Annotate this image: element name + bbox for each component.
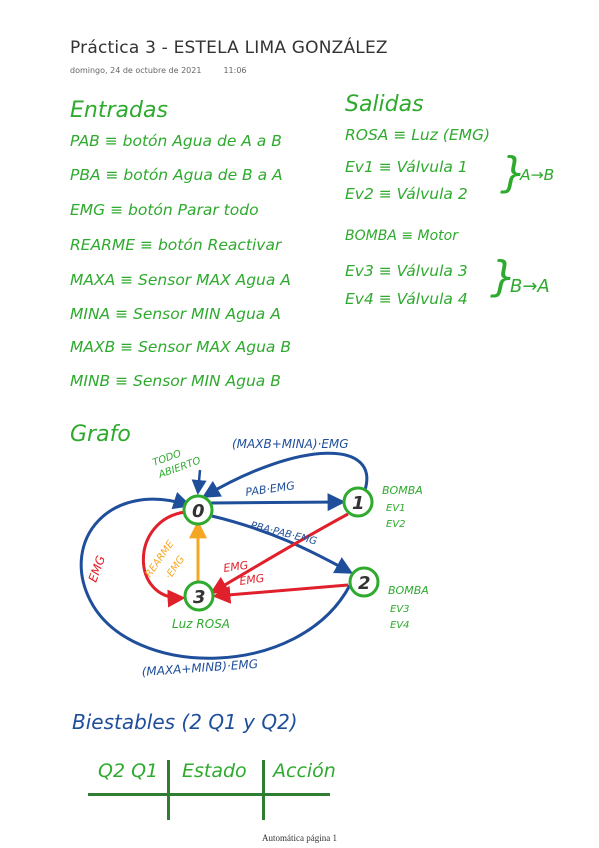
page-meta: domingo, 24 de octubre de 2021 11:06	[70, 66, 247, 75]
state-1-output-3: EV2	[386, 519, 406, 530]
entrada-mina: MINA ≡ Sensor MIN Agua A	[70, 305, 281, 323]
state-2	[348, 566, 380, 598]
edge-0-to-3	[141, 510, 186, 608]
edge-2-to-0	[79, 492, 352, 660]
state-2-output-3: EV4	[390, 620, 410, 631]
salida-ev2: Ev2 ≡ Válvula 2	[345, 185, 468, 203]
entrada-maxa: MAXA ≡ Sensor MAX Agua A	[70, 271, 291, 289]
table-col-q: Q2 Q1	[98, 760, 159, 782]
state-2-label: 2	[358, 573, 371, 594]
emg-label-2: EMG	[239, 572, 266, 588]
emg-label-1: EMG	[223, 559, 250, 575]
salida-ev1: Ev1 ≡ Válvula 1	[345, 158, 468, 176]
brace-icon: }	[490, 252, 517, 301]
emg-left-label: EMG	[86, 554, 108, 584]
state-2-output-2: EV3	[390, 604, 410, 615]
salida-group-ba: B→A	[510, 276, 550, 297]
salida-rosa: ROSA ≡ Luz (EMG)	[345, 126, 491, 144]
entrada-pab: PAB ≡ botón Agua de A a B	[70, 132, 282, 150]
pba-label: PBA·PAB·EMG	[249, 520, 318, 547]
grafo-heading: Grafo	[70, 422, 131, 447]
entrada-minb: MINB ≡ Sensor MIN Agua B	[70, 372, 281, 390]
edge-1-to-0	[201, 451, 369, 498]
entrada-emg: EMG ≡ botón Parar todo	[70, 201, 259, 219]
state-3	[183, 580, 215, 612]
initial-arrow	[191, 469, 207, 495]
state-3-output: Luz ROSA	[172, 617, 230, 631]
edge-2-to-3	[212, 583, 349, 604]
salidas-heading: Salidas	[345, 92, 424, 117]
table-col-accion: Acción	[273, 760, 336, 782]
table-header-rule	[88, 793, 330, 796]
top-expr: (MAXB+MINA)·EMG	[232, 437, 349, 451]
page-date: domingo, 24 de octubre de 2021	[70, 66, 202, 75]
state-2-output-1: BOMBA	[388, 584, 429, 597]
state-1-label: 1	[352, 493, 365, 514]
edge-1-to-3	[209, 512, 349, 594]
salida-ev3: Ev3 ≡ Válvula 3	[345, 262, 468, 280]
edge-0-to-1	[209, 493, 346, 512]
table-col-divider	[167, 760, 170, 820]
table-col-estado: Estado	[182, 760, 247, 782]
state-3-label: 3	[193, 587, 206, 608]
salida-bomba: BOMBA ≡ Motor	[345, 228, 458, 244]
page-footer: Automática página 1	[262, 833, 337, 843]
pab-label: PAB·EMG	[245, 479, 296, 499]
entrada-pba: PBA ≡ botón Agua de B a A	[70, 166, 283, 184]
state-1-output-1: BOMBA	[382, 484, 423, 497]
page-title: Práctica 3 - ESTELA LIMA GONZÁLEZ	[70, 38, 388, 58]
state-0	[182, 494, 214, 526]
entrada-maxb: MAXB ≡ Sensor MAX Agua B	[70, 338, 291, 356]
state-1-output-2: EV1	[386, 503, 406, 514]
bottom-expr: (MAXA+MINB)·EMG	[141, 657, 258, 679]
entrada-rearme: REARME ≡ botón Reactivar	[70, 236, 282, 254]
state-0-label: 0	[192, 501, 205, 522]
salida-ev4: Ev4 ≡ Válvula 4	[345, 290, 468, 308]
page-time: 11:06	[223, 66, 247, 75]
biestables-heading: Biestables (2 Q1 y Q2)	[72, 710, 298, 734]
entradas-heading: Entradas	[70, 98, 168, 123]
edge-0-to-2	[211, 514, 354, 574]
table-col-divider	[262, 760, 265, 820]
state-1	[342, 486, 374, 518]
salida-group-ab: A→B	[520, 166, 555, 184]
brace-icon: }	[500, 148, 527, 197]
